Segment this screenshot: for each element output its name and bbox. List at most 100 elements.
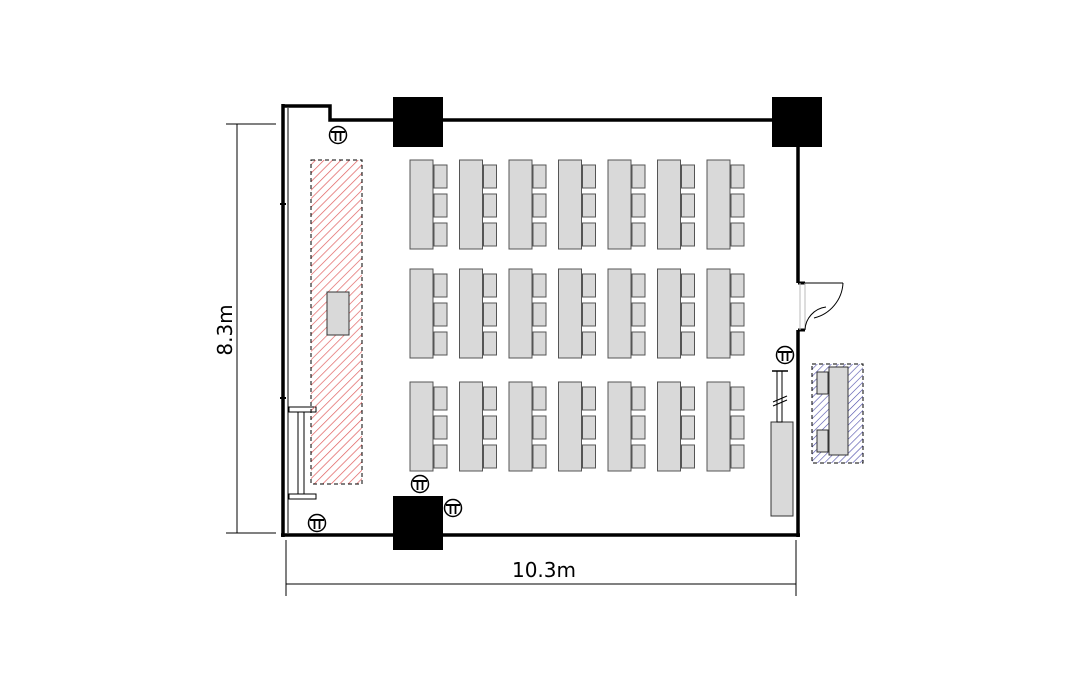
table	[409, 268, 434, 359]
chair	[433, 273, 448, 298]
height-dimension: 8.3m	[213, 123, 276, 534]
chair	[483, 302, 497, 327]
table	[607, 159, 632, 250]
chair	[631, 302, 646, 327]
door-icon[interactable]	[798, 281, 844, 332]
reception-chair	[816, 429, 829, 453]
table	[508, 381, 533, 472]
table-unit	[409, 159, 448, 250]
outlet-icon	[328, 125, 348, 145]
chair	[433, 331, 448, 356]
table	[508, 159, 533, 250]
table-unit	[459, 268, 497, 359]
chair	[730, 222, 745, 247]
chair	[483, 222, 497, 247]
chair	[532, 222, 547, 247]
chair	[582, 415, 596, 440]
width-dimension: 10.3m	[285, 540, 797, 596]
chair	[681, 193, 695, 218]
table-unit	[607, 268, 646, 359]
chair	[730, 164, 745, 189]
chair	[433, 302, 448, 327]
chair	[483, 331, 497, 356]
table-unit	[657, 159, 695, 250]
table	[558, 268, 582, 359]
pipe	[776, 370, 783, 423]
chair	[433, 164, 448, 189]
chair	[582, 193, 596, 218]
table	[706, 159, 731, 250]
table-unit	[657, 268, 695, 359]
chair	[532, 331, 547, 356]
column-top-left	[393, 97, 443, 147]
chair	[631, 415, 646, 440]
table	[607, 381, 632, 472]
table	[607, 268, 632, 359]
table-unit	[558, 268, 596, 359]
column-top-right	[772, 97, 822, 147]
table	[706, 268, 731, 359]
chair	[730, 415, 745, 440]
table-unit	[607, 159, 646, 250]
table	[459, 159, 483, 250]
outlet-icon	[443, 498, 463, 518]
chair	[532, 302, 547, 327]
chair	[631, 164, 646, 189]
table-unit	[657, 381, 695, 472]
table-unit	[558, 381, 596, 472]
table	[508, 268, 533, 359]
chair	[483, 415, 497, 440]
table-unit	[706, 159, 745, 250]
outlets	[307, 125, 795, 533]
table	[459, 268, 483, 359]
chair	[631, 386, 646, 411]
outlet-icon	[775, 345, 795, 365]
chair	[681, 164, 695, 189]
column-bottom	[393, 496, 443, 550]
chair	[483, 444, 497, 469]
chair	[582, 222, 596, 247]
table	[409, 381, 434, 472]
chair	[532, 386, 547, 411]
width-label: 10.3m	[512, 558, 576, 582]
table-unit	[706, 381, 745, 472]
height-label: 8.3m	[213, 304, 237, 355]
table	[706, 381, 731, 472]
lectern	[326, 291, 350, 336]
screen-stand	[288, 406, 317, 500]
table-unit	[459, 159, 497, 250]
chair	[532, 193, 547, 218]
table	[558, 159, 582, 250]
chair	[681, 273, 695, 298]
chair	[631, 222, 646, 247]
chair	[681, 444, 695, 469]
chair	[631, 331, 646, 356]
table-unit	[409, 268, 448, 359]
chair	[631, 273, 646, 298]
chair	[681, 222, 695, 247]
chair	[433, 193, 448, 218]
top-wall	[283, 104, 798, 122]
chair	[433, 415, 448, 440]
chair	[730, 302, 745, 327]
chair	[582, 302, 596, 327]
chair	[631, 444, 646, 469]
chair	[582, 273, 596, 298]
table-unit	[558, 159, 596, 250]
chair	[730, 331, 745, 356]
chair	[730, 273, 745, 298]
chair	[433, 444, 448, 469]
chair	[582, 331, 596, 356]
reception-area[interactable]	[811, 363, 864, 464]
chair	[681, 331, 695, 356]
outlet-icon	[307, 513, 327, 533]
table-unit	[459, 381, 497, 472]
stage-area[interactable]	[310, 159, 363, 485]
outlet-icon	[410, 474, 430, 494]
chair	[532, 273, 547, 298]
chair	[483, 386, 497, 411]
table-unit	[508, 381, 547, 472]
chair	[582, 444, 596, 469]
table-unit	[607, 381, 646, 472]
